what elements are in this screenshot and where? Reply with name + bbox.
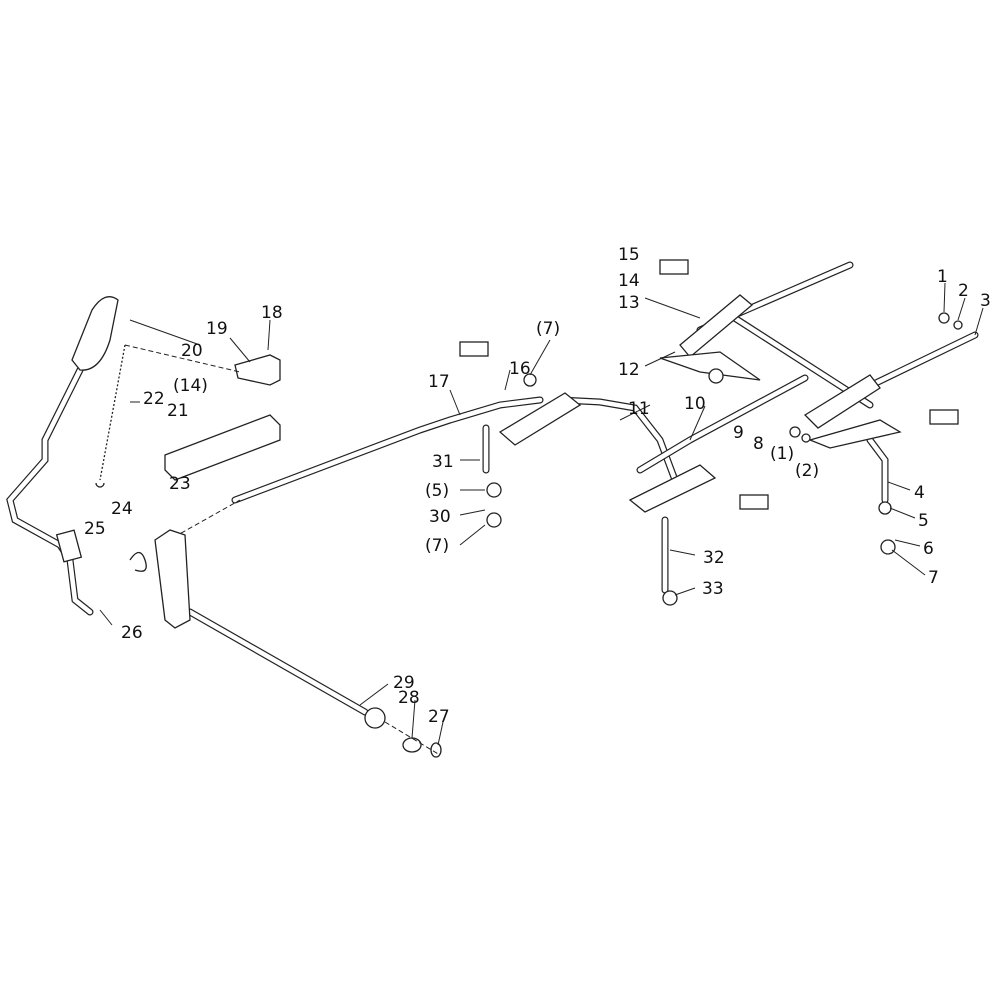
notched-bracket: [124, 344, 281, 546]
callout-28: 28: [398, 688, 420, 708]
callout-11: 11: [628, 399, 650, 419]
spring: [95, 344, 126, 488]
callout-18: 18: [261, 303, 283, 323]
callout-6: 6: [923, 539, 934, 559]
lift-handle: [6, 296, 119, 616]
pedal-post: [129, 529, 191, 629]
callout-29: 29: [393, 673, 415, 693]
callout-labels: 1 2 3 4 5 6 7 8 9 (1) (2) 10 11 12 13 14…: [84, 245, 991, 727]
callout-27: 27: [428, 707, 450, 727]
callout-5: 5: [918, 511, 929, 531]
callout-13: 13: [618, 293, 640, 313]
callout-15: 15: [618, 245, 640, 265]
leader-lines: [99, 282, 984, 746]
callout-32: 32: [703, 548, 725, 568]
callout-31: 31: [432, 452, 454, 472]
callout-7: 7: [928, 568, 939, 588]
lift-arms: [459, 259, 963, 606]
callout-9: 9: [733, 423, 744, 443]
callout-ref-2: (2): [795, 461, 819, 481]
callout-8: 8: [753, 434, 764, 454]
callout-21: 21: [167, 401, 189, 421]
callout-ref-1: (1): [770, 444, 794, 464]
callout-22: 22: [143, 389, 165, 409]
callout-3: 3: [980, 291, 991, 311]
callout-33: 33: [702, 579, 724, 599]
callout-14: 14: [618, 271, 640, 291]
callout-ref-5: (5): [425, 481, 449, 501]
callout-ref-7-bottom: (7): [425, 536, 449, 556]
callout-19: 19: [206, 319, 228, 339]
callout-12: 12: [618, 360, 640, 380]
main-lift-rod: [186, 261, 979, 716]
callout-24: 24: [111, 499, 133, 519]
callout-26: 26: [121, 623, 143, 643]
callout-17: 17: [428, 372, 450, 392]
callout-ref-7-top: (7): [536, 319, 560, 339]
callout-1: 1: [937, 267, 948, 287]
callout-16: 16: [509, 359, 531, 379]
callout-4: 4: [914, 483, 925, 503]
callout-20: 20: [181, 341, 203, 361]
callout-ref-14: (14): [173, 376, 208, 396]
callout-2: 2: [958, 281, 969, 301]
callout-23: 23: [169, 474, 191, 494]
callout-30: 30: [429, 507, 451, 527]
callout-10: 10: [684, 394, 706, 414]
callout-25: 25: [84, 519, 106, 539]
